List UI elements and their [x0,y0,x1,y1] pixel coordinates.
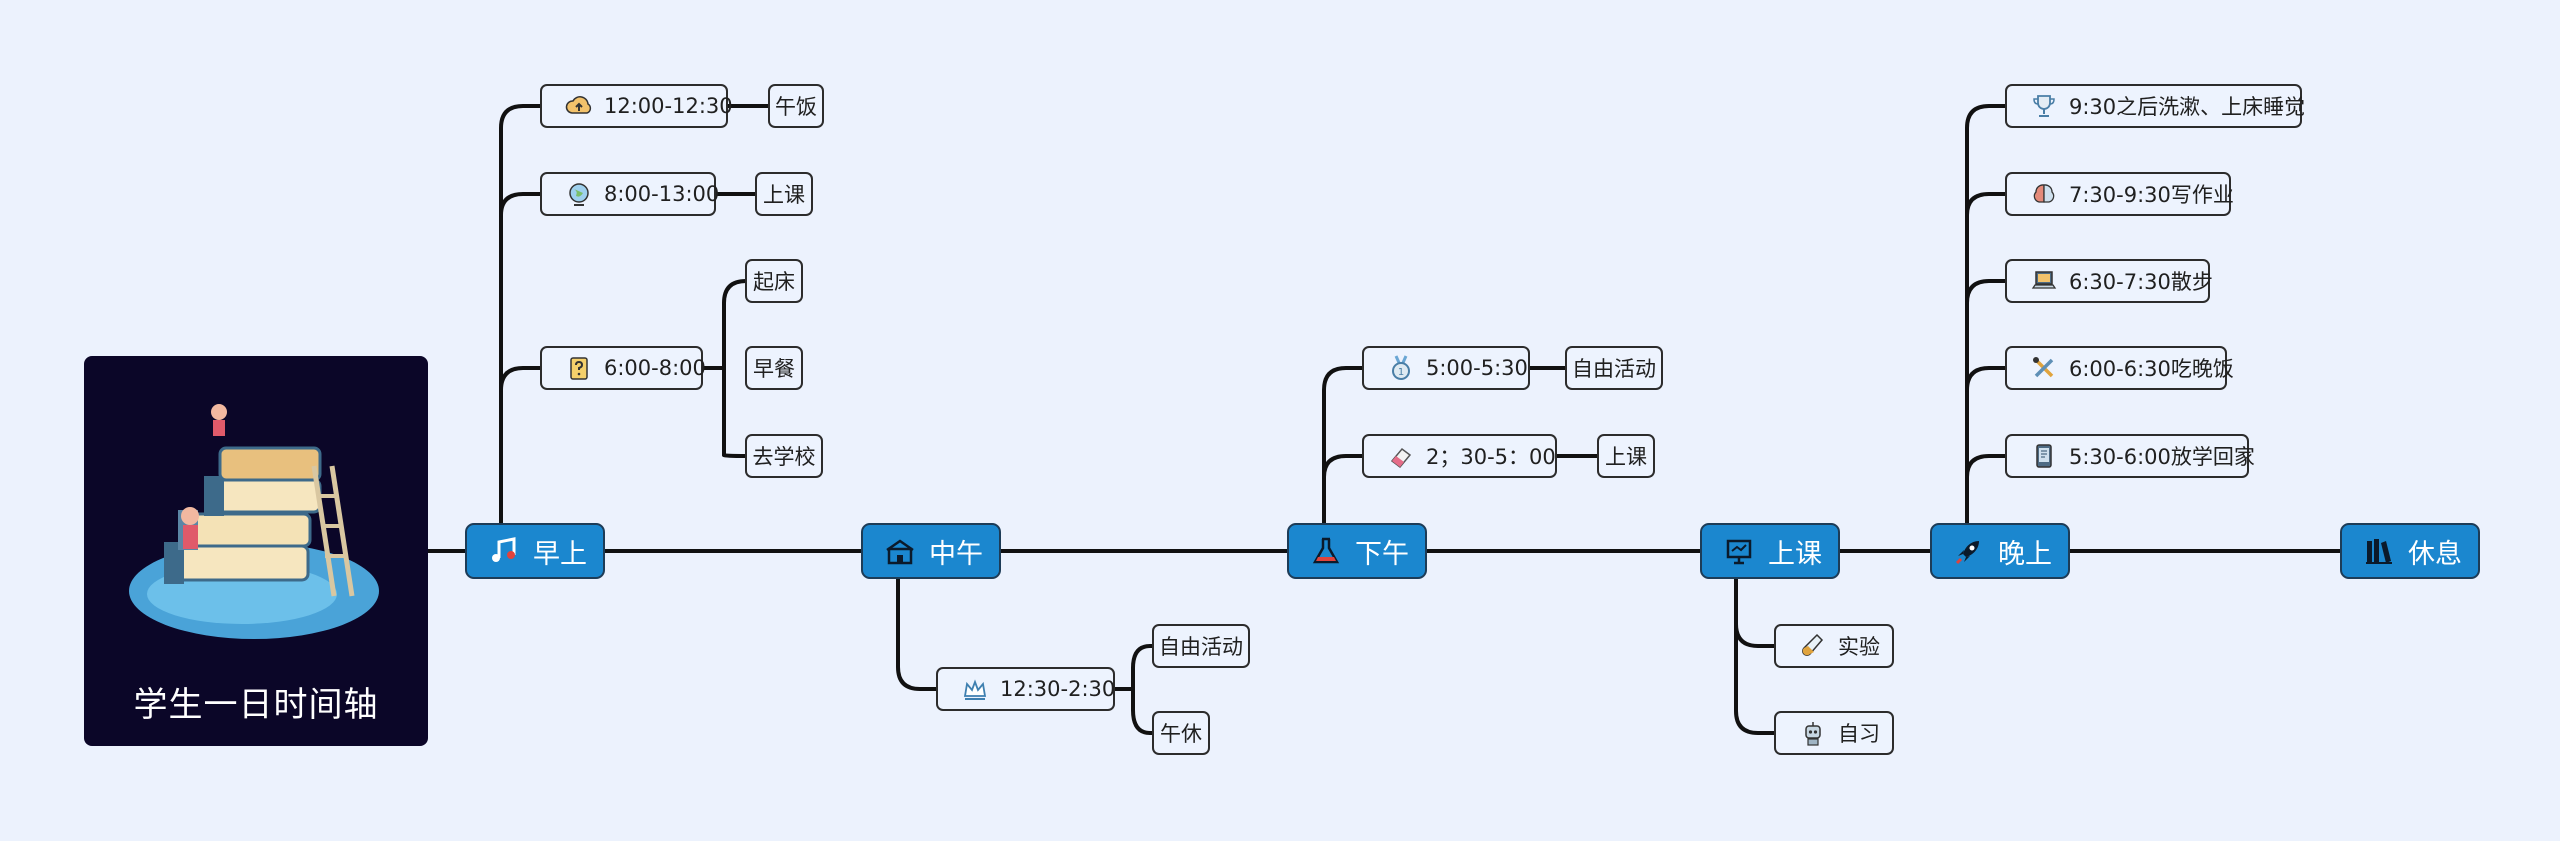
evening-item-dinner[interactable]: 6:00-6:30吃晚饭 [2005,346,2234,390]
stacked-books-illustration-icon [129,404,379,639]
item-label: 7:30-9:30写作业 [2069,183,2234,207]
books-icon [2366,539,2392,564]
slot-time: 8:00-13:00 [604,182,720,206]
root-topic[interactable]: 学生一日时间轴 [84,356,428,746]
afternoon-leaf-class[interactable]: 上课 [1597,434,1655,478]
test-tube-icon [1802,633,1824,656]
afternoon-slot-free[interactable]: 1 5:00-5:30 [1362,346,1530,390]
class-item-selfstudy[interactable]: 自习 [1774,711,1894,755]
topic-label: 晚上 [1998,538,2052,570]
medal-icon: 1 [1392,355,1410,380]
item-label: 实验 [1838,635,1880,659]
morning-slot-wake[interactable]: 6:00-8:00 [540,346,706,390]
topic-label: 上课 [1768,538,1822,570]
topic-label: 休息 [2408,538,2462,570]
topic-noon[interactable]: 中午 [861,523,1001,579]
noon-slot[interactable]: 12:30-2:30 [936,667,1115,711]
slot-time: 6:00-8:00 [604,356,706,380]
trophy-icon [2033,95,2055,117]
root-title: 学生一日时间轴 [133,685,379,725]
crown-icon [963,679,987,700]
class-item-experiment[interactable]: 实验 [1774,624,1894,668]
evening-item-homework[interactable]: 7:30-9:30写作业 [2005,172,2234,216]
topic-class[interactable]: 上课 [1700,523,1840,579]
slot-time: 5:00-5:30 [1426,356,1528,380]
morning-leaf-wake[interactable]: 起床 [745,259,803,303]
item-label: 6:30-7:30散步 [2069,270,2213,294]
music-note-icon [492,537,516,562]
morning-leaf-to-school[interactable]: 去学校 [745,434,823,478]
morning-leaf-breakfast[interactable]: 早餐 [745,346,803,390]
svg-text:1: 1 [1398,367,1404,378]
slot-time: 12:00-12:30 [604,94,733,118]
noon-leaf-free[interactable]: 自由活动 [1152,624,1250,668]
evening-item-sleep[interactable]: 9:30之后洗漱、上床睡觉 [2005,84,2306,128]
slot-time: 2；30-5：00 [1426,445,1556,469]
tablet-icon [2036,444,2052,468]
robot-icon [1805,722,1821,746]
evening-item-walk[interactable]: 6:30-7:30散步 [2005,259,2213,303]
topic-label: 早上 [533,538,587,570]
item-label: 自习 [1838,722,1880,746]
morning-leaf-class[interactable]: 上课 [755,172,813,216]
laptop-icon [2031,271,2057,289]
topic-afternoon[interactable]: 下午 [1287,523,1427,579]
item-label: 5:30-6:00放学回家 [2069,445,2255,469]
cloud-upload-icon [565,96,592,114]
rocket-icon [1955,541,1979,565]
eraser-icon [1390,447,1412,469]
morning-leaf-lunch[interactable]: 午饭 [768,84,824,128]
topic-evening[interactable]: 晚上 [1930,523,2070,579]
brain-icon [2033,184,2055,203]
question-note-icon [570,357,588,380]
school-building-icon [886,539,914,565]
topic-morning[interactable]: 早上 [465,523,605,579]
topic-label: 下午 [1355,538,1409,570]
afternoon-leaf-free[interactable]: 自由活动 [1565,346,1663,390]
flask-icon [1312,537,1340,564]
evening-item-home[interactable]: 5:30-6:00放学回家 [2005,434,2255,478]
item-label: 9:30之后洗漱、上床睡觉 [2069,95,2306,119]
topic-label: 中午 [929,538,983,570]
item-label: 6:00-6:30吃晚饭 [2069,357,2234,381]
afternoon-slot-class[interactable]: 2；30-5：00 [1362,434,1557,478]
slot-time: 12:30-2:30 [1000,677,1116,701]
morning-slot-class[interactable]: 8:00-13:00 [540,172,720,216]
noon-leaf-nap[interactable]: 午休 [1152,711,1210,755]
presentation-board-icon [1726,539,1752,565]
morning-slot-noon-meal[interactable]: 12:00-12:30 [540,84,733,128]
tools-icon [2033,357,2054,378]
topic-rest[interactable]: 休息 [2340,523,2480,579]
globe-icon [569,183,589,206]
